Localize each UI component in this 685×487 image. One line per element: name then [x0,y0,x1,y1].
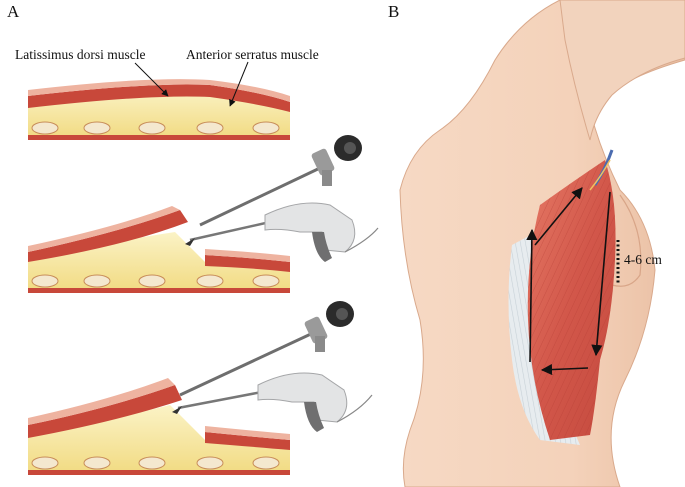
latissimus-label: Latissimus dorsi muscle [15,47,146,62]
serratus-label: Anterior serratus muscle [186,47,319,62]
instruments-set-2 [172,301,373,432]
arrow-icon [540,363,589,376]
arrow-icon [534,187,583,246]
serratus-pointer [229,61,249,107]
tissue-section-3 [28,378,290,475]
panel-b [399,0,685,487]
raised-arm [559,0,685,141]
panel-label-b: B [388,2,400,21]
ribs-row-2 [31,274,280,288]
latissimus-layer-1 [28,84,290,112]
latissimus-flap-2 [28,210,188,262]
ribs-row-3 [31,456,280,470]
arrow-icon [591,191,611,357]
endoscope-icon [179,301,354,397]
instruments-set-1 [185,135,379,262]
dissection-arrows [526,187,611,376]
panel-a [28,61,379,475]
tissue-section-1 [28,79,290,140]
arrow-icon [526,228,538,363]
ribs-row-1 [31,121,280,135]
latissimus-pointer [134,62,169,97]
distance-label: 4-6 cm [624,252,662,267]
panel-label-a: A [7,2,20,21]
grasper-icon [185,202,379,262]
grasper-icon [172,372,373,432]
endoscope-icon [199,135,362,227]
latissimus-flap-3 [28,385,182,438]
tissue-section-2 [28,206,290,293]
